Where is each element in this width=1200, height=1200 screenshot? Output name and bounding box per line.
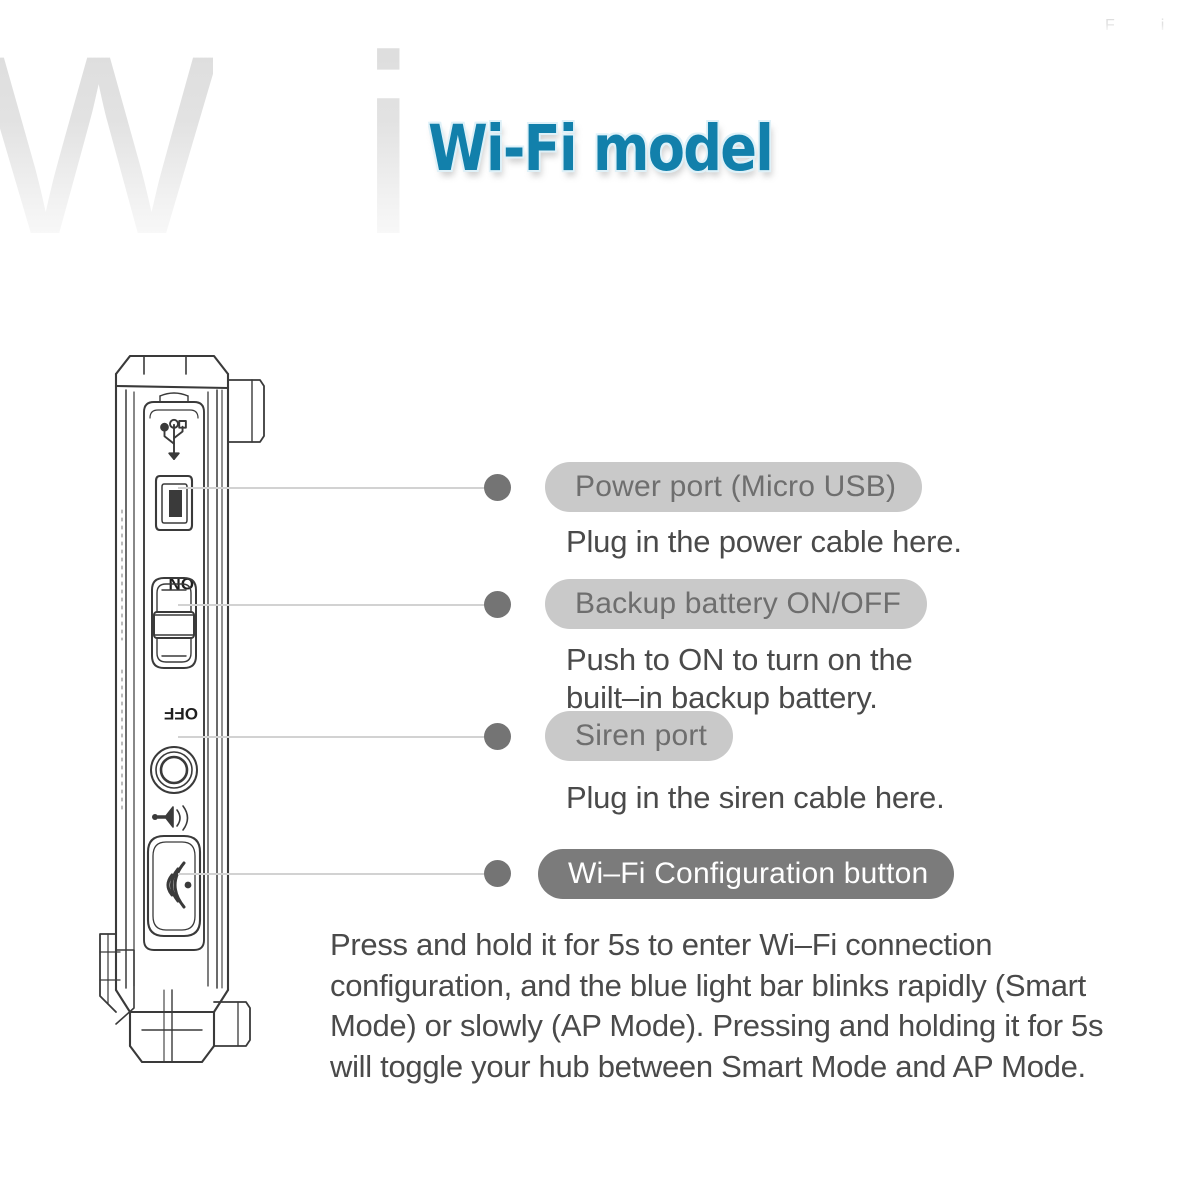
device-illustration: ON OFF xyxy=(86,340,296,1080)
callout-desc-power-port: Plug in the power cable here. xyxy=(566,524,962,559)
watermark-letter-i-left: i xyxy=(360,3,417,288)
leader-line-backup-battery xyxy=(178,604,490,606)
leader-line-siren-port xyxy=(178,736,490,738)
callout-desc-backup-battery: Push to ON to turn on the built–in backu… xyxy=(566,642,913,715)
callout-pill-siren-port[interactable]: Siren port xyxy=(545,711,734,761)
callout-dot-power-port xyxy=(484,474,511,501)
wifi-config-paragraph: Press and hold it for 5s to enter Wi–Fi … xyxy=(330,927,1104,1084)
leader-line-wifi-config-button xyxy=(178,873,490,875)
watermark-letter-i-right: i xyxy=(1160,17,1165,34)
watermark-right-group: F i xyxy=(1105,18,1164,34)
callout-dot-siren-port xyxy=(484,723,511,750)
page-title: Wi-Fi model xyxy=(427,112,774,185)
callout-pill-power-port[interactable]: Power port (Micro USB) xyxy=(545,462,923,512)
callout-desc-siren-port: Plug in the siren cable here. xyxy=(566,780,945,815)
callout-pill-wifi-config-button[interactable]: Wi–Fi Configuration button xyxy=(538,849,955,899)
callout-dot-backup-battery xyxy=(484,591,511,618)
svg-text:OFF: OFF xyxy=(164,704,198,723)
watermark-letter-w: W xyxy=(0,18,219,273)
callout-pill-backup-battery[interactable]: Backup battery ON/OFF xyxy=(545,579,927,629)
callout-dot-wifi-config-button xyxy=(484,860,511,887)
watermark-letter-f: F xyxy=(1105,17,1115,34)
leader-line-power-port xyxy=(178,487,490,489)
